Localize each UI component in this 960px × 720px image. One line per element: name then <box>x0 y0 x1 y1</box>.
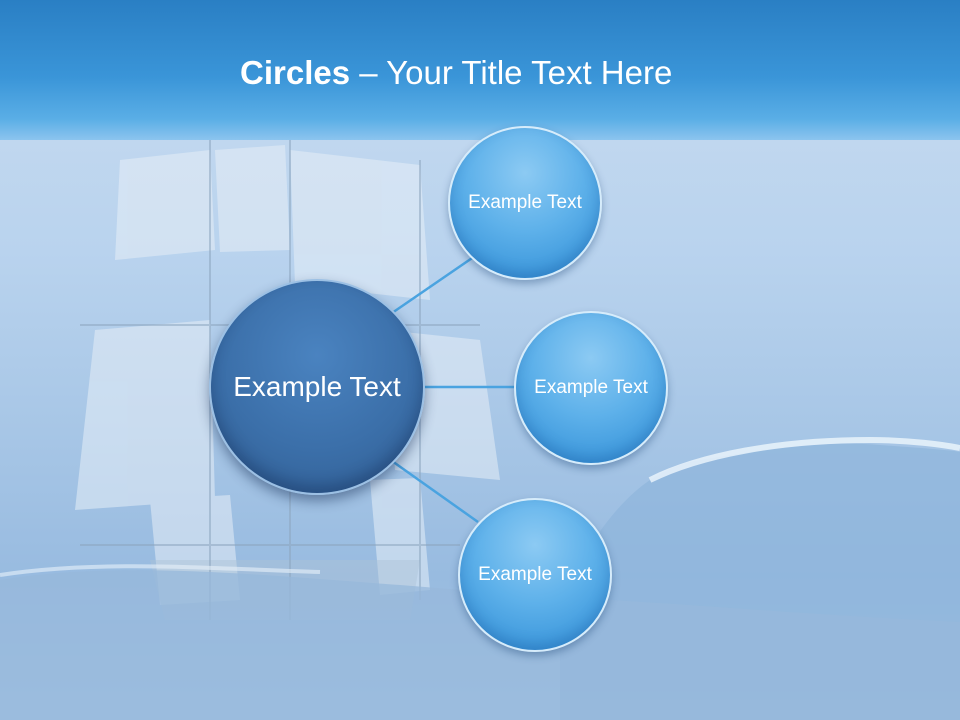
title-rest: – Your Title Text Here <box>350 54 673 91</box>
satellite-circle-label: Example Text <box>468 192 582 214</box>
connector-bottom <box>391 459 479 524</box>
title-bold: Circles <box>240 54 351 91</box>
satellite-circle-label: Example Text <box>534 377 648 399</box>
slide-title: Circles – Your Title Text Here <box>240 54 840 92</box>
center-circle-label: Example Text <box>233 371 401 403</box>
satellite-circle-middle[interactable]: Example Text <box>514 311 668 465</box>
satellite-circle-label: Example Text <box>478 564 592 586</box>
ocean-water <box>0 570 960 720</box>
header-band <box>0 0 960 140</box>
connector-top <box>391 252 479 315</box>
satellite-circle-top[interactable]: Example Text <box>448 126 602 280</box>
center-circle[interactable]: Example Text <box>209 279 425 495</box>
satellite-circle-bottom[interactable]: Example Text <box>458 498 612 652</box>
